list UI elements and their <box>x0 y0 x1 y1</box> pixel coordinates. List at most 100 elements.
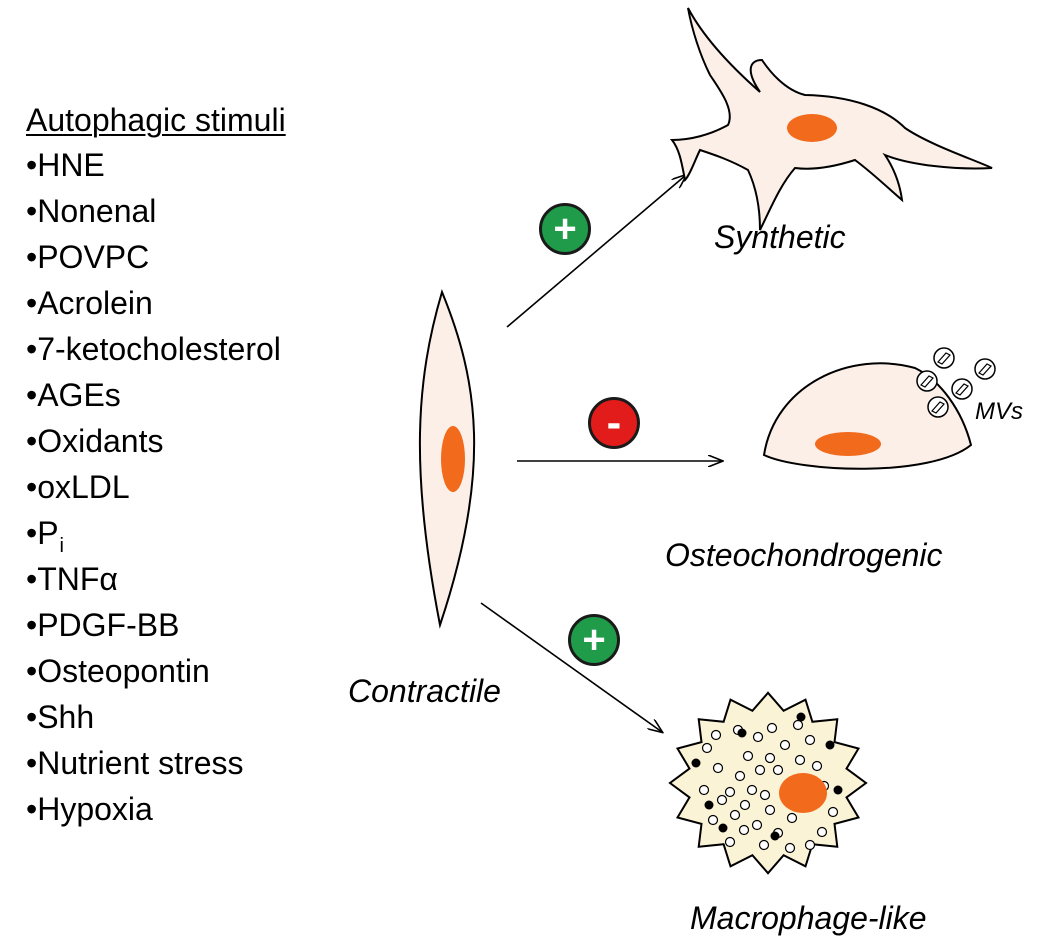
arrow-to-synthetic <box>506 175 686 328</box>
dense-granule <box>737 728 747 738</box>
vacuole <box>811 760 823 772</box>
stimulus-text: •PDGF-BB <box>26 607 180 643</box>
synthetic-cell-body <box>669 7 993 231</box>
vacuole <box>764 752 776 764</box>
stimulus-item: •Osteopontin <box>26 648 286 694</box>
vacuole <box>710 729 722 741</box>
vacuole <box>724 786 736 798</box>
dense-granule <box>833 785 843 795</box>
osteochondrogenic-nucleus <box>815 432 881 456</box>
stimulus-item: •oxLDL <box>26 464 286 510</box>
stimulus-item: •HNE <box>26 142 286 188</box>
stimuli-list: Autophagic stimuli •HNE •Nonenal •POVPC •Ac… <box>26 98 286 832</box>
vacuole <box>724 836 736 848</box>
vacuole <box>784 842 796 854</box>
stimulus-item: •Nonenal <box>26 188 286 234</box>
vacuole <box>752 731 764 743</box>
vacuole <box>739 799 751 811</box>
stimulus-subscript: i <box>59 535 64 557</box>
stimuli-items: •HNE •Nonenal •POVPC •Acrolein •7-ketocholes… <box>26 142 286 832</box>
stimulus-item: •Oxidants <box>26 418 286 464</box>
vacuole <box>786 812 798 824</box>
stimulus-text: •Nonenal <box>26 193 157 229</box>
stimulus-item: •AGEs <box>26 372 286 418</box>
stimulus-text: •P <box>26 515 59 551</box>
macrophage-like-cell <box>668 691 868 875</box>
matrix-vesicles <box>916 347 996 418</box>
stimulus-text: •Nutrient stress <box>26 745 244 781</box>
contractile-nucleus <box>441 426 465 492</box>
macrophage-nucleus <box>779 773 827 813</box>
vacuole <box>746 784 758 796</box>
label-macrophage-like: Macrophage-like <box>690 900 927 936</box>
contractile-cell <box>418 288 476 629</box>
stimulus-text: •Osteopontin <box>26 653 210 689</box>
synthetic-nucleus <box>787 114 837 142</box>
vacuole <box>716 794 728 806</box>
synthetic-cell <box>669 7 993 231</box>
vacuole <box>764 804 776 816</box>
vacuole <box>698 784 710 796</box>
vacuole <box>751 819 763 831</box>
vacuole <box>772 764 784 776</box>
stimulus-text: •7-ketocholesterol <box>26 331 281 367</box>
stimulus-text: •AGEs <box>26 377 121 413</box>
plus-badge-synthetic: + <box>539 203 591 255</box>
minus-badge-osteochondrogenic: - <box>588 397 640 449</box>
vacuole <box>804 839 816 851</box>
label-mvs: MVs <box>975 398 1023 425</box>
stimulus-item: •Nutrient stress <box>26 740 286 786</box>
arrow-to-macrophage <box>480 602 662 732</box>
stimulus-item: •Acrolein <box>26 280 286 326</box>
stimulus-item: •7-ketocholesterol <box>26 326 286 372</box>
label-osteochondrogenic: Osteochondrogenic <box>665 537 943 573</box>
stimulus-item: •PDGF-BB <box>26 602 286 648</box>
stimulus-text: •TNFα <box>26 561 118 597</box>
stimuli-title: Autophagic stimuli <box>26 102 286 138</box>
matrix-vesicle <box>916 370 938 392</box>
matrix-vesicle <box>933 347 955 369</box>
stimulus-text: •Acrolein <box>26 285 153 321</box>
stimulus-text: •Hypoxia <box>26 791 153 827</box>
vacuole <box>804 734 816 746</box>
dense-granule <box>770 831 780 841</box>
vacuole <box>792 719 804 731</box>
dense-granule <box>718 823 728 833</box>
vacuole <box>794 754 806 766</box>
dense-granule <box>691 758 701 768</box>
stimulus-item: •Hypoxia <box>26 786 286 832</box>
matrix-vesicle <box>927 396 949 418</box>
label-contractile: Contractile <box>348 673 501 709</box>
vacuole <box>712 762 724 774</box>
stimulus-text: •Oxidants <box>26 423 164 459</box>
stimulus-text: •Shh <box>26 699 95 735</box>
vacuole <box>734 770 746 782</box>
dense-granule <box>825 740 835 750</box>
dense-granule <box>796 712 806 722</box>
vacuole <box>766 722 778 734</box>
vacuole <box>816 826 828 838</box>
stimulus-item: •Shh <box>26 694 286 740</box>
dense-granule <box>704 800 714 810</box>
stimulus-item: •Pi <box>26 510 286 557</box>
vacuole <box>758 839 770 851</box>
vacuole <box>738 824 750 836</box>
vacuole <box>759 789 771 801</box>
vacuole <box>707 814 719 826</box>
macrophage-vacuoles <box>691 712 843 854</box>
vacuole <box>742 750 754 762</box>
stimulus-text: •oxLDL <box>26 469 130 505</box>
stimulus-item: •TNFα <box>26 556 286 602</box>
vacuole <box>729 809 741 821</box>
stimulus-item: •POVPC <box>26 234 286 280</box>
vacuole <box>827 806 839 818</box>
vacuole <box>754 764 766 776</box>
vacuole <box>779 739 791 751</box>
plus-badge-macrophage: + <box>568 614 620 666</box>
vacuole <box>701 742 713 754</box>
matrix-vesicle <box>951 378 973 400</box>
stimulus-text: •HNE <box>26 147 105 183</box>
matrix-vesicle <box>974 358 996 380</box>
label-synthetic: Synthetic <box>714 219 846 255</box>
